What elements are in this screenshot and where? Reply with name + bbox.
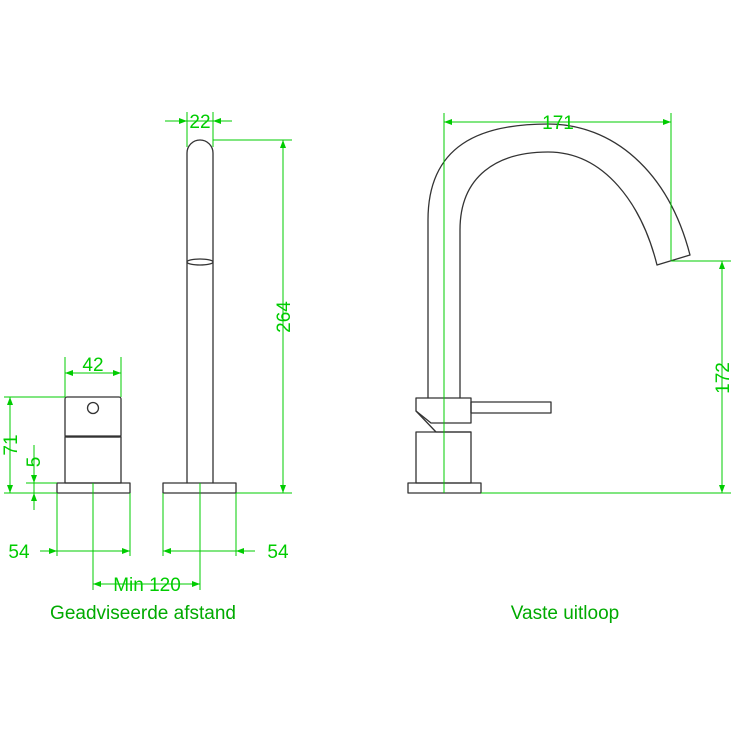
caption-fixed-spout: Vaste uitloop: [511, 603, 619, 624]
dim-54-left-label: 54: [8, 542, 30, 563]
dim-5: 5: [24, 445, 57, 510]
mixer-body-drawing: [56, 396, 131, 494]
lever-handle: [470, 401, 552, 414]
dim-171: 171: [443, 113, 672, 493]
dim-172: 172: [481, 260, 734, 494]
fixed-spout-tap-drawing: [407, 123, 691, 494]
spout-pillar-ring: [186, 258, 214, 266]
dim-71-label: 71: [1, 434, 22, 455]
mixer-indicator-dot: [86, 401, 100, 415]
dim-264-label: 264: [274, 301, 295, 333]
dim-264: 264: [213, 139, 295, 494]
dim-42-label: 42: [82, 355, 103, 376]
dim-22: 22: [165, 112, 232, 147]
mixer-body: [64, 436, 122, 484]
dim-spacing: 54 54 Min 120: [8, 483, 289, 596]
caption-recommended-distance: Geadviseerde afstand: [50, 603, 236, 624]
dim-171-label: 171: [542, 113, 574, 134]
dim-172-label: 172: [713, 362, 734, 394]
dim-54-right-label: 54: [267, 542, 289, 563]
curved-spout: [427, 123, 691, 399]
dim-71: 71: [1, 396, 65, 494]
lever-hub: [415, 397, 472, 424]
dim-42: 42: [64, 355, 122, 397]
spout-pillar-drawing: [162, 139, 237, 494]
dim-22-label: 22: [189, 112, 210, 133]
dim-min120-label: Min 120: [113, 575, 181, 596]
spout-pillar: [186, 139, 214, 484]
dim-5-label: 5: [24, 457, 45, 468]
